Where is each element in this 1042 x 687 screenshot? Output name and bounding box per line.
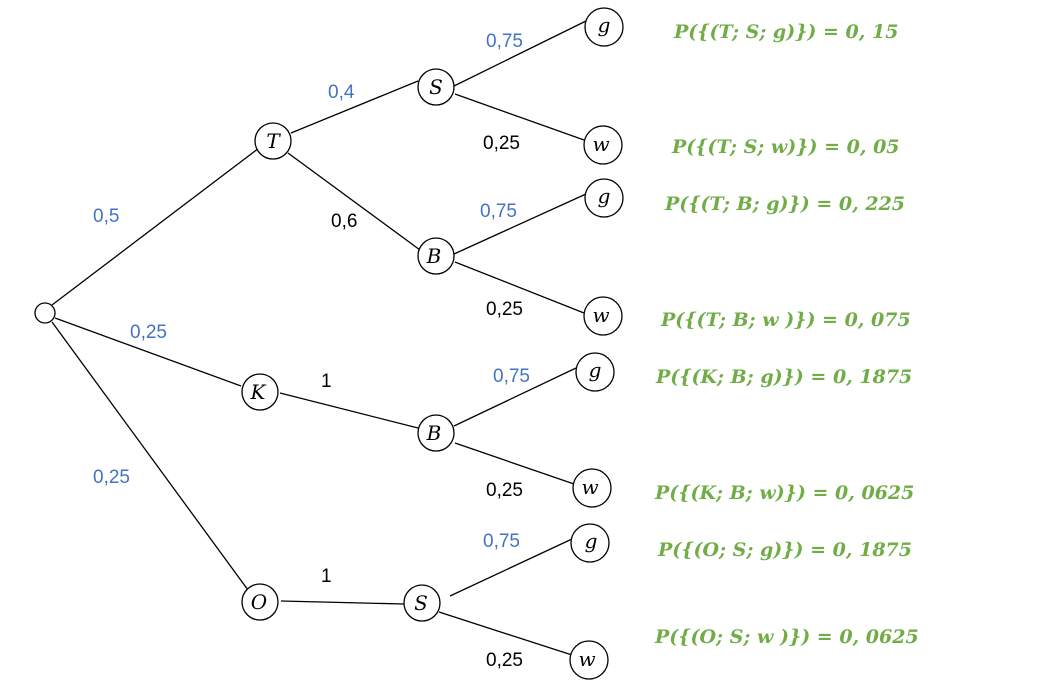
result-OSw: P({(O; S; w )}) = 0, 0625 — [654, 626, 919, 648]
node-TB-circle — [417, 237, 455, 275]
prob-TS-g: 0,75 — [486, 31, 523, 52]
node-TBw-circle — [583, 296, 623, 336]
prob-OS-g: 0,75 — [483, 531, 520, 552]
prob-T-S: 0,4 — [328, 82, 355, 103]
outcome-probabilities: P({(T; S; g)}) = 0, 15 P({(T; S; w)}) = … — [654, 21, 919, 648]
prob-OS-w: 0,25 — [486, 650, 523, 671]
prob-TB-g: 0,75 — [480, 201, 517, 222]
prob-O-S: 1 — [321, 566, 332, 587]
prob-KB-w: 0,25 — [486, 480, 523, 501]
result-TBg: P({(T; B; g)}) = 0, 225 — [664, 193, 905, 215]
result-KBw: P({(K; B; w)}) = 0, 0625 — [654, 482, 914, 504]
node-TBg-circle — [584, 178, 624, 218]
node-OSg-circle — [570, 523, 610, 563]
node-TBw-label: w — [592, 303, 609, 327]
node-O-label: O — [251, 590, 267, 614]
node-TSw-label: w — [592, 132, 609, 156]
node-T-circle — [254, 122, 292, 160]
node-OS-circle — [403, 584, 441, 622]
result-OSg: P({(O; S; g)}) = 0, 1875 — [657, 539, 912, 561]
edge-OS-w — [438, 611, 573, 656]
node-OSw-label: w — [578, 647, 595, 671]
node-KB-label: B — [426, 421, 442, 445]
node-TS-label: S — [429, 75, 443, 99]
node-TBg-label: g — [598, 184, 611, 208]
node-KB-circle — [417, 414, 455, 452]
node-TSg-circle — [584, 7, 624, 47]
edge-OS-g — [449, 538, 573, 597]
node-KBg-label: g — [589, 358, 602, 382]
edge-O-S — [280, 600, 405, 605]
prob-TS-w: 0,25 — [483, 133, 520, 154]
edge-root-T — [51, 147, 260, 306]
node-T-label: T — [266, 129, 281, 153]
edge-K-B — [279, 392, 419, 429]
prob-root-K: 0,25 — [130, 322, 167, 343]
node-OSw-circle — [569, 640, 609, 680]
node-OSg-label: g — [585, 529, 598, 553]
prob-T-B: 0,6 — [331, 211, 357, 232]
edge-root-O — [51, 321, 249, 591]
node-K-label: K — [250, 380, 267, 404]
edge-KB-w — [454, 442, 575, 485]
node-O-circle — [241, 583, 279, 621]
edge-root-K — [54, 317, 242, 387]
prob-K-B: 1 — [321, 371, 332, 392]
node-KBw-circle — [572, 468, 612, 508]
prob-root-O: 0,25 — [93, 467, 130, 488]
prob-KB-g: 0,75 — [493, 366, 530, 387]
prob-TB-w: 0,25 — [486, 299, 523, 320]
node-root — [34, 302, 56, 324]
node-KBg-circle — [575, 352, 615, 392]
node-TSw-circle — [583, 125, 623, 165]
node-TSg-label: g — [598, 13, 611, 37]
edge-T-B — [287, 152, 421, 251]
node-TS-circle — [417, 68, 455, 106]
node-KBw-label: w — [581, 475, 598, 499]
tree-nodes: T K O S B B S g w g w g w g w — [34, 7, 624, 680]
result-TBw: P({(T; B; w )}) = 0, 075 — [660, 309, 911, 331]
result-TSw: P({(T; S; w)}) = 0, 05 — [671, 136, 900, 158]
prob-root-T: 0,5 — [93, 206, 119, 227]
node-TB-label: B — [426, 244, 442, 268]
edge-T-S — [290, 80, 419, 134]
edge-TB-g — [453, 193, 587, 255]
result-TSg: P({(T; S; g)}) = 0, 15 — [673, 21, 898, 43]
edge-TS-g — [453, 20, 587, 87]
edge-labels: 0,5 0,25 0,25 0,4 0,6 1 1 0,75 0,25 0,75… — [93, 31, 530, 671]
edge-KB-g — [453, 367, 577, 427]
node-OS-label: S — [414, 591, 428, 615]
result-KBg: P({(K; B; g)}) = 0, 1875 — [655, 366, 912, 388]
tree-edges — [51, 20, 587, 656]
node-K-circle — [241, 373, 279, 411]
edge-TS-w — [454, 93, 585, 141]
edge-TB-w — [454, 261, 585, 314]
